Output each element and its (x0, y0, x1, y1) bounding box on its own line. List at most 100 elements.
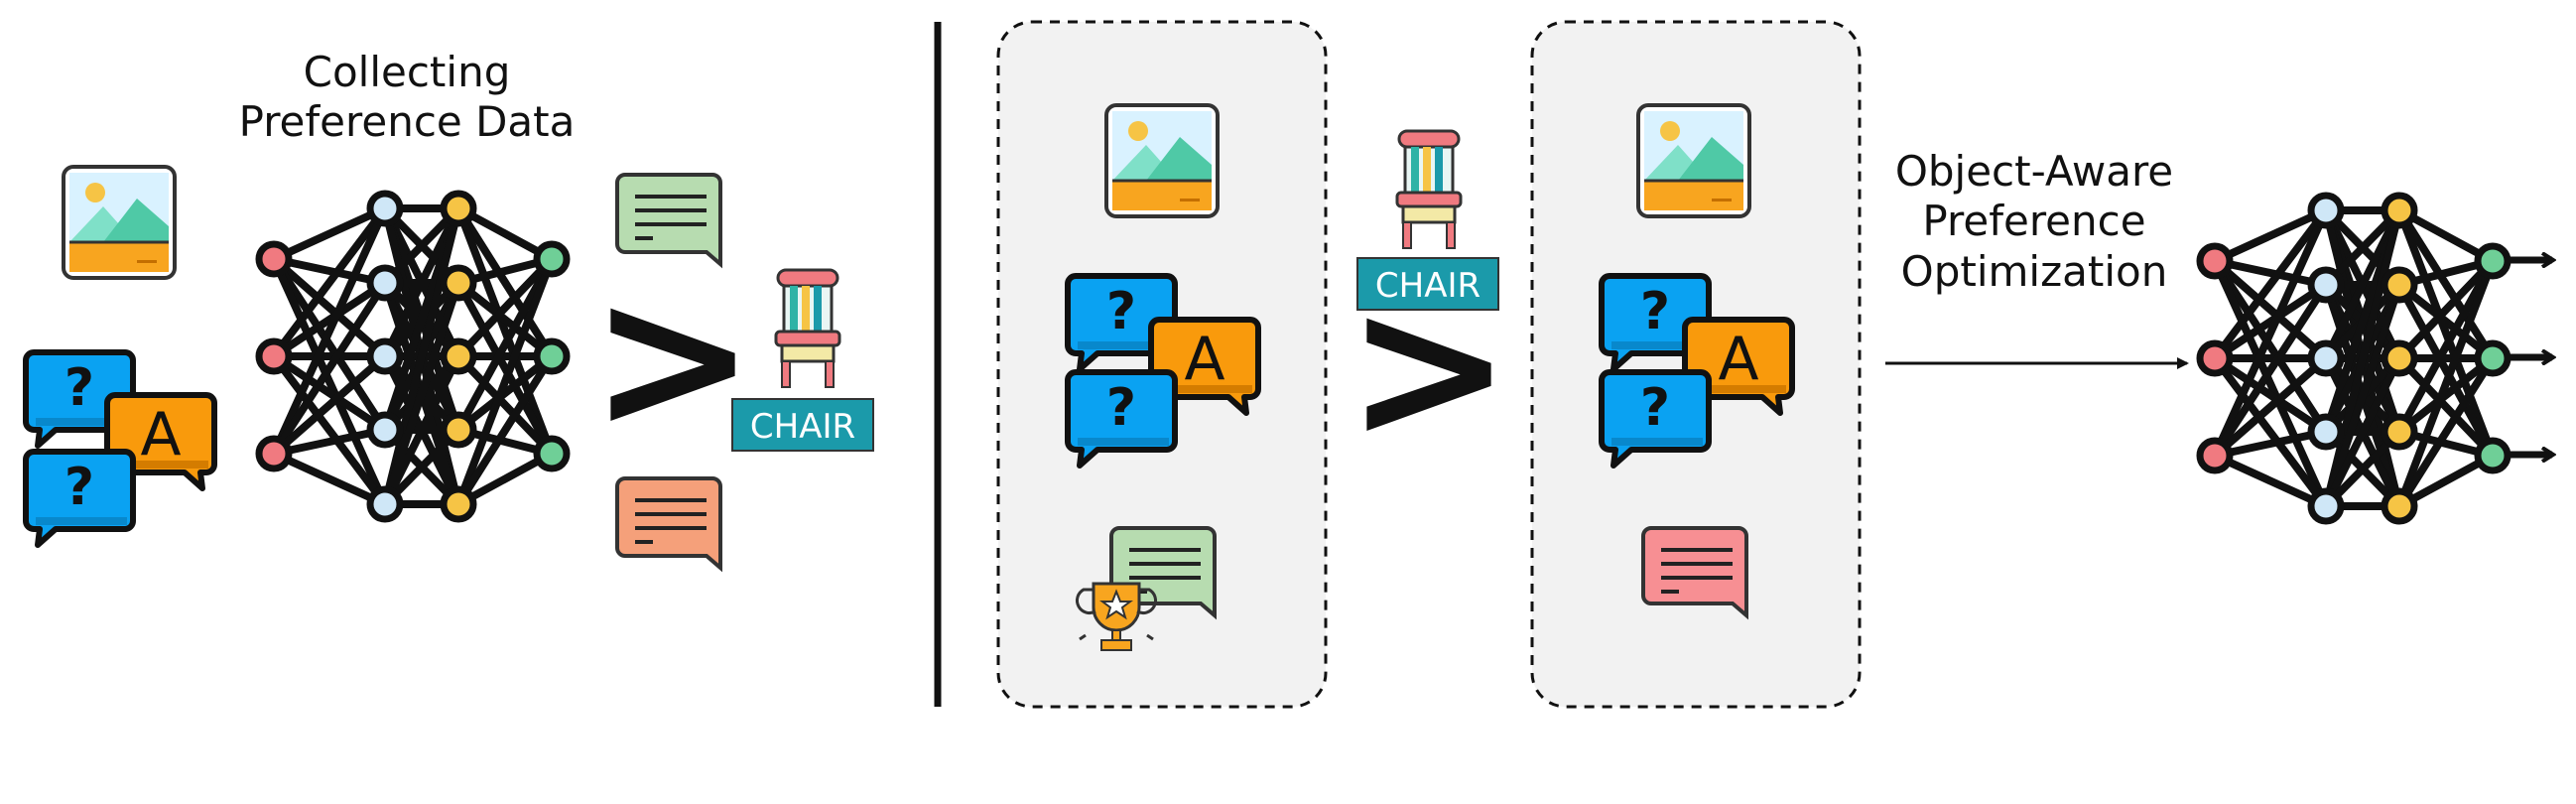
network-node (2474, 437, 2512, 474)
network-edge (2211, 259, 2330, 508)
network-edge (454, 257, 556, 432)
network-edge (273, 255, 386, 287)
chair-tag: CHAIR (1356, 257, 1499, 311)
answer-bubble-icon: A (107, 395, 214, 488)
network-edge (270, 257, 389, 506)
network-edge (381, 354, 462, 506)
network-edge (2212, 281, 2329, 362)
network-node (2381, 339, 2418, 377)
question-mark: ? (64, 458, 94, 517)
network-node (440, 190, 477, 227)
network-node (2307, 339, 2345, 377)
network-node (2196, 339, 2234, 377)
answer-letter: A (1718, 325, 1758, 394)
network-node (2196, 242, 2234, 280)
greater-than-sign: > (589, 243, 756, 474)
chair-tag-label: CHAIR (750, 407, 855, 447)
left-question-answer-bubbles: ? A ? (26, 352, 214, 545)
network-edge (2396, 354, 2496, 436)
question-bubble-icon: ? (1068, 372, 1175, 466)
network-node (2307, 192, 2345, 229)
network-node (533, 240, 571, 278)
network-node (2474, 339, 2512, 377)
network-edge (270, 280, 389, 457)
network-node (533, 435, 571, 472)
network-edge (271, 352, 388, 434)
method-title-line2: Preference (1922, 197, 2146, 246)
chair-icon (1395, 129, 1463, 250)
network-node (255, 435, 293, 472)
network-edge (2213, 206, 2328, 265)
network-edge (2211, 258, 2330, 435)
network-edge (454, 281, 556, 456)
question-bubble-icon: ? (1602, 276, 1709, 369)
greater-than-sign: > (1346, 253, 1512, 484)
left-title-line1: Collecting (303, 48, 511, 96)
network-edge (381, 281, 462, 506)
network-edge (2211, 208, 2330, 458)
network-edge (2396, 258, 2496, 361)
panel1-image-icon (1104, 103, 1220, 218)
network-node (366, 485, 404, 523)
network-edge (271, 352, 388, 458)
network-edge (270, 256, 389, 433)
network-edge (2396, 281, 2496, 362)
output-arrows (2511, 260, 2552, 455)
network-edge (2213, 452, 2328, 510)
network-node (2381, 266, 2418, 304)
panel2-rejected-response-icon (1641, 526, 1748, 620)
network-edge (270, 205, 389, 359)
network-edge (2395, 259, 2497, 508)
network-node (255, 337, 293, 375)
network-edge (270, 353, 389, 507)
network-node (440, 264, 477, 302)
left-title-line2: Preference Data (238, 97, 576, 147)
answer-letter: A (1184, 325, 1224, 394)
network-node (440, 337, 477, 375)
network-node (2307, 487, 2345, 525)
network-edge (273, 426, 386, 458)
network-edge (2212, 354, 2329, 460)
network-edge (454, 206, 556, 456)
question-mark: ? (1640, 378, 1670, 438)
network-edge (454, 353, 556, 507)
network-edge (2211, 355, 2330, 509)
network-edge (2322, 356, 2403, 508)
question-bubble-icon: ? (1068, 276, 1175, 369)
chair-tag: CHAIR (731, 398, 874, 452)
network-edge (2395, 355, 2497, 509)
network-edge (271, 255, 388, 360)
rejected-response-icon (615, 476, 722, 573)
network-edge (2214, 428, 2327, 460)
question-mark: ? (1106, 282, 1136, 341)
network-edge (272, 204, 387, 263)
panel1-question-answer-bubbles: ? A ? (1068, 276, 1258, 466)
preferred-response-icon (615, 173, 722, 269)
network-node (255, 240, 293, 278)
network-node (2381, 192, 2418, 229)
network-edge (2322, 283, 2403, 508)
network-edge (2395, 259, 2497, 434)
network-edge (2211, 282, 2330, 459)
optimized-neural-network-icon (2196, 192, 2512, 525)
neural-network-icon (255, 190, 571, 523)
method-title-line1: Object-Aware (1894, 147, 2174, 196)
left-section-title: Collecting Preference Data (218, 48, 595, 148)
network-edge (454, 205, 556, 359)
network-edge (270, 206, 389, 456)
answer-bubble-icon: A (1151, 320, 1258, 413)
network-edge (272, 450, 387, 508)
network-edge (455, 279, 555, 360)
question-bubble-icon: ? (1602, 372, 1709, 466)
network-edge (2214, 257, 2327, 289)
network-edge (2395, 208, 2497, 458)
network-node (440, 411, 477, 449)
network-edge (2395, 207, 2497, 361)
network-edge (2211, 207, 2330, 361)
answer-bubble-icon: A (1685, 320, 1792, 413)
method-title-line3: Optimization (1900, 246, 2168, 296)
network-node (2381, 487, 2418, 525)
network-edge (454, 257, 556, 506)
